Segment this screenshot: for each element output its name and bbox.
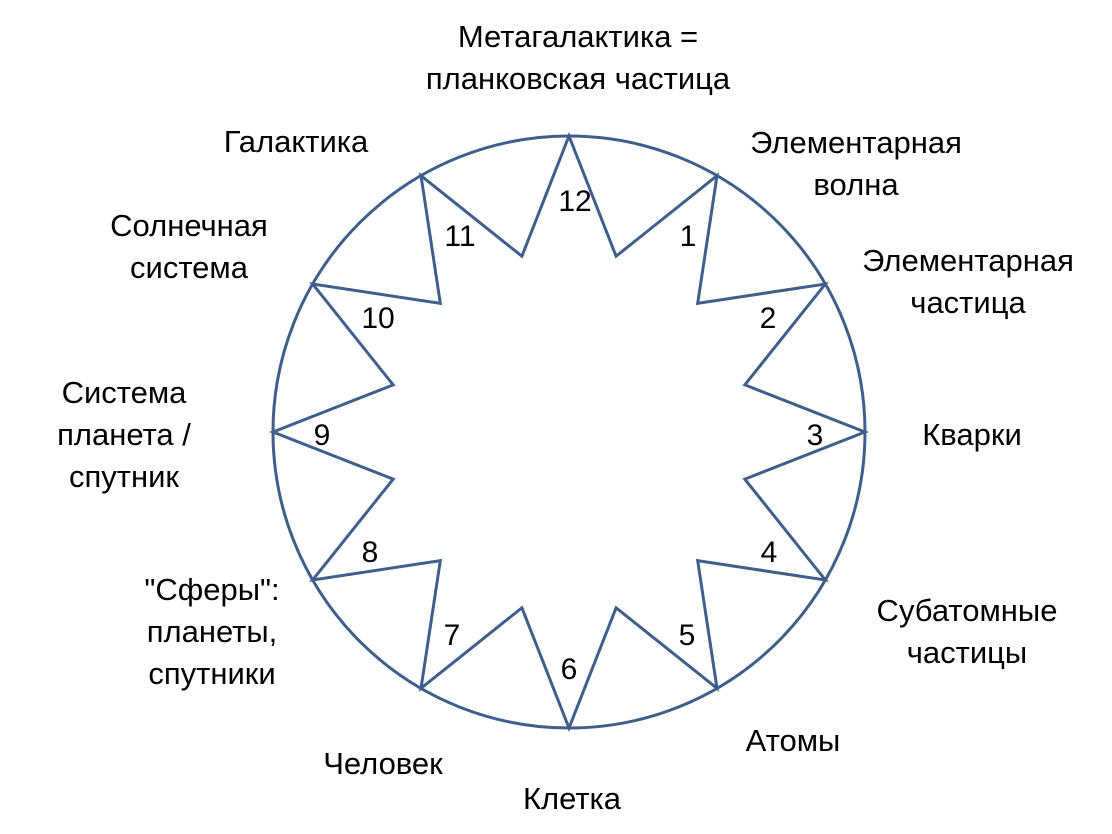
number-1: 1 xyxy=(679,220,697,253)
label-3: Кварки xyxy=(922,417,1022,452)
label-8: "Сферы": планеты, спутники xyxy=(144,572,280,691)
number-8: 8 xyxy=(361,536,379,569)
label-7: Человек xyxy=(323,746,443,781)
label-12: Метагалактика = планковская частица xyxy=(425,19,731,96)
number-5: 5 xyxy=(678,619,696,652)
label-11: Галактика xyxy=(223,124,369,159)
label-1: Элементарная волна xyxy=(750,125,962,202)
label-6: Клетка xyxy=(522,781,622,816)
label-2: Элементарная частица xyxy=(862,243,1074,320)
number-11: 11 xyxy=(444,220,476,253)
label-10: Солнечная система xyxy=(110,208,268,285)
number-9: 9 xyxy=(313,419,331,452)
twelve-point-star xyxy=(268,131,870,733)
outer-circle xyxy=(271,134,867,730)
number-6: 6 xyxy=(560,653,578,686)
number-2: 2 xyxy=(759,302,777,335)
number-7: 7 xyxy=(443,619,461,652)
label-4: Субатомные частицы xyxy=(876,593,1058,670)
label-9: Система планета / спутник xyxy=(57,375,191,494)
number-12: 12 xyxy=(558,185,592,218)
number-10: 10 xyxy=(361,302,395,335)
number-4: 4 xyxy=(760,536,778,569)
label-5: Атомы xyxy=(745,723,841,758)
number-3: 3 xyxy=(806,419,824,452)
